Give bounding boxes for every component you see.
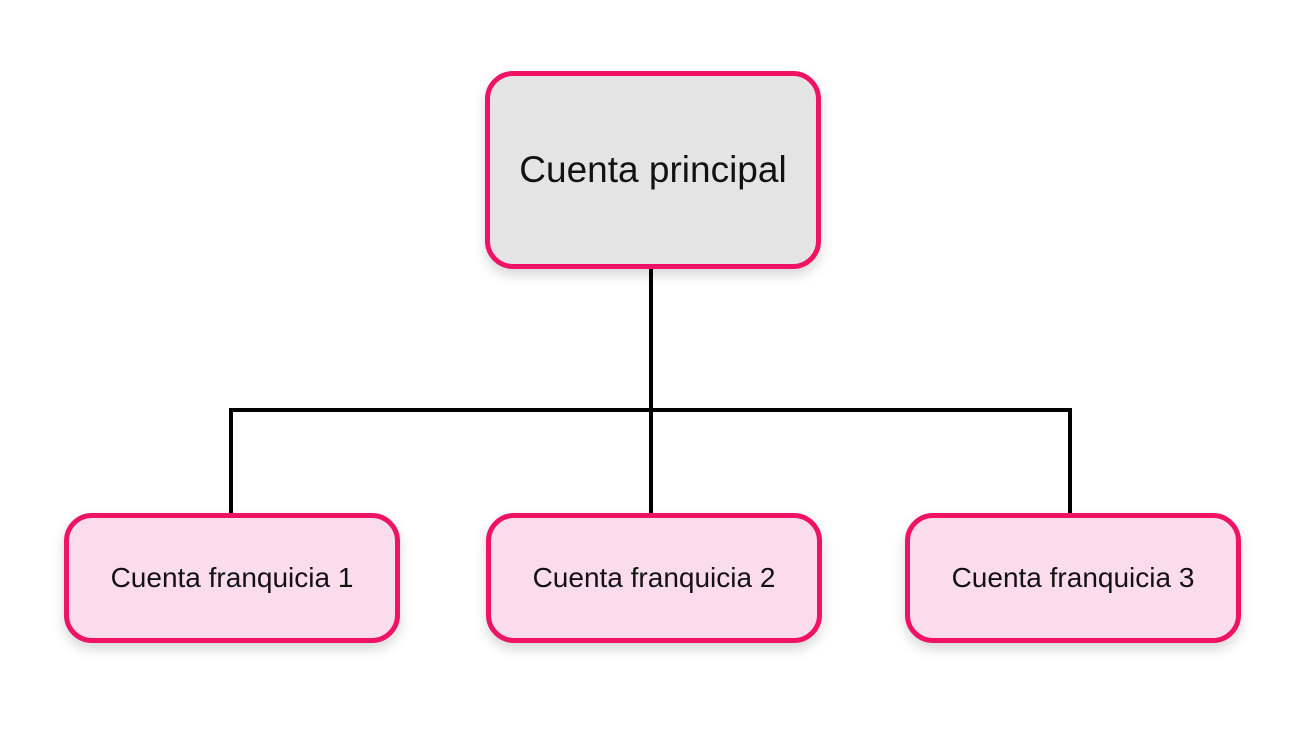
node-child-1[interactable]: Cuenta franquicia 1 xyxy=(64,513,400,643)
connector-bus-to-child-3 xyxy=(1068,408,1072,513)
node-child-3[interactable]: Cuenta franquicia 3 xyxy=(905,513,1241,643)
node-root[interactable]: Cuenta principal xyxy=(485,71,821,269)
node-root-label: Cuenta principal xyxy=(519,149,787,190)
node-child-2-label: Cuenta franquicia 2 xyxy=(532,562,776,593)
connector-root-to-bus xyxy=(649,269,653,513)
node-child-1-label: Cuenta franquicia 1 xyxy=(110,562,354,593)
connector-horizontal-bus xyxy=(229,408,1072,412)
connector-bus-to-child-1 xyxy=(229,408,233,513)
node-child-3-label: Cuenta franquicia 3 xyxy=(951,562,1195,593)
node-child-2[interactable]: Cuenta franquicia 2 xyxy=(486,513,822,643)
